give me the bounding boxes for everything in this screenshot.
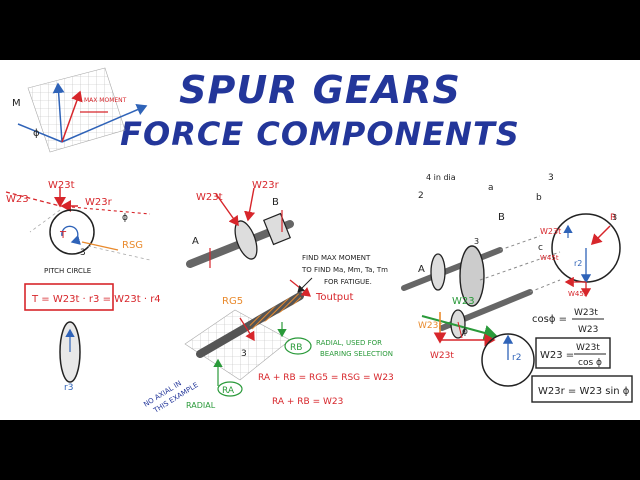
train-b: b — [536, 193, 542, 203]
moment-angle-label: ϕ — [33, 128, 40, 139]
diagram-canvas: M ϕ MAX MOMENT W23t W23 W23r ϕ T 3 RSG P… — [5, 67, 633, 415]
triangle-r2: r2 — [512, 353, 521, 363]
toutput-label: Toutput — [315, 292, 353, 303]
title-line-2: FORCE COMPONENTS — [120, 115, 520, 153]
force-triangle: W23 W23r W23t ϕ r2 — [418, 296, 535, 387]
radial-label: RADIAL — [186, 401, 216, 410]
rsg-label: RSG — [122, 240, 143, 251]
note-line-3: FOR FATIGUE. — [324, 278, 372, 286]
torque-t-label: T — [59, 230, 67, 241]
circle3-w45t: W45t — [540, 254, 559, 262]
shaft1-w23t: W23t — [196, 192, 223, 203]
triangle-w23t: W23t — [430, 351, 454, 361]
w23t-label: W23t — [48, 180, 75, 191]
slide: SPUR GEARS FORCE COMPONENTS M ϕ MAX MOME… — [0, 60, 640, 420]
circle3-w45r: W45r — [568, 290, 587, 298]
circle3-r: R — [610, 213, 616, 223]
note-line-1: FIND MAX MOMENT — [302, 254, 371, 262]
shaft2-number: 3 — [241, 349, 247, 359]
rg5-label: RG5 — [222, 296, 243, 307]
max-moment-label: MAX MOMENT — [84, 97, 127, 104]
gear-3-circle: R W23t W45t W45r r2 3 — [540, 213, 621, 298]
circle3-r2: r2 — [574, 259, 582, 268]
moment-sketch: M ϕ MAX MOMENT — [12, 67, 148, 153]
train-2: 2 — [418, 191, 424, 201]
gear-train: 4 in dia 3 2 a b c B A 3 — [401, 173, 561, 339]
w23-den: cos ϕ — [578, 358, 602, 368]
ra-label: RA — [222, 386, 235, 396]
shaft-2: RG5 Toutput 3 FIND MAX MOMENT TO FIND Ma… — [142, 254, 393, 415]
gear-3-label: 3 — [80, 248, 86, 258]
train-a: a — [488, 183, 494, 193]
pitch-angle-label: ϕ — [122, 213, 128, 223]
w23r-equation: W23r = W23 sin ϕ — [538, 386, 630, 397]
shaft1-a: A — [192, 236, 199, 247]
cos-lhs: cosϕ = — [532, 314, 567, 325]
shaft1-b: B — [272, 197, 279, 208]
w23r-label: W23r — [85, 197, 113, 208]
small-gear: r3 — [59, 321, 81, 393]
train-3: 3 — [474, 237, 479, 246]
small-gear-radius: r3 — [64, 383, 73, 393]
moment-axis-label: M — [12, 98, 21, 109]
w23-label: W23 — [6, 194, 29, 205]
triangle-w23r: W23r — [418, 321, 442, 331]
radial-note-1: RADIAL, USED FOR — [316, 339, 382, 347]
torque-equation: T = W23t · r3 = W23t · r4 — [24, 283, 161, 311]
w23-num: W23t — [576, 343, 600, 353]
train-c: c — [538, 243, 543, 253]
cos-num: W23t — [574, 308, 598, 318]
train-big-b: B — [498, 212, 505, 223]
cos-den: W23 — [578, 325, 598, 335]
reaction-equation-2: RA + RB = W23 — [272, 397, 343, 407]
reaction-equation-1: RA + RB = RG5 = RSG = W23 — [258, 373, 394, 383]
title-line-1: SPUR GEARS — [179, 68, 461, 112]
note-line-2: TO FIND Ma, Mm, Ta, Tm — [301, 266, 388, 274]
dia-note: 4 in dia — [426, 173, 456, 182]
rb-label: RB — [290, 343, 302, 353]
train-3-top: 3 — [548, 173, 554, 183]
circle3-w23t: W23t — [540, 227, 561, 236]
circle3-number: 3 — [612, 213, 617, 222]
radial-note-2: BEARING SELECTION — [320, 350, 393, 358]
pitch-circle-label: PITCH CIRCLE — [44, 267, 91, 275]
triangle-phi: ϕ — [462, 327, 468, 337]
train-big-a: A — [418, 264, 425, 275]
shaft-1: W23t W23r A B — [186, 180, 294, 268]
torque-equation-text: T = W23t · r3 = W23t · r4 — [31, 294, 161, 305]
w23-lhs: W23 = — [540, 350, 574, 361]
triangle-w23: W23 — [452, 296, 475, 307]
shaft1-w23r: W23r — [252, 180, 280, 191]
pitch-circle-sketch: W23t W23 W23r ϕ T 3 RSG PITCH CIRCLE — [5, 180, 151, 275]
formulas: cosϕ = W23t W23 W23 = W23t cos ϕ W23r = … — [531, 308, 633, 403]
